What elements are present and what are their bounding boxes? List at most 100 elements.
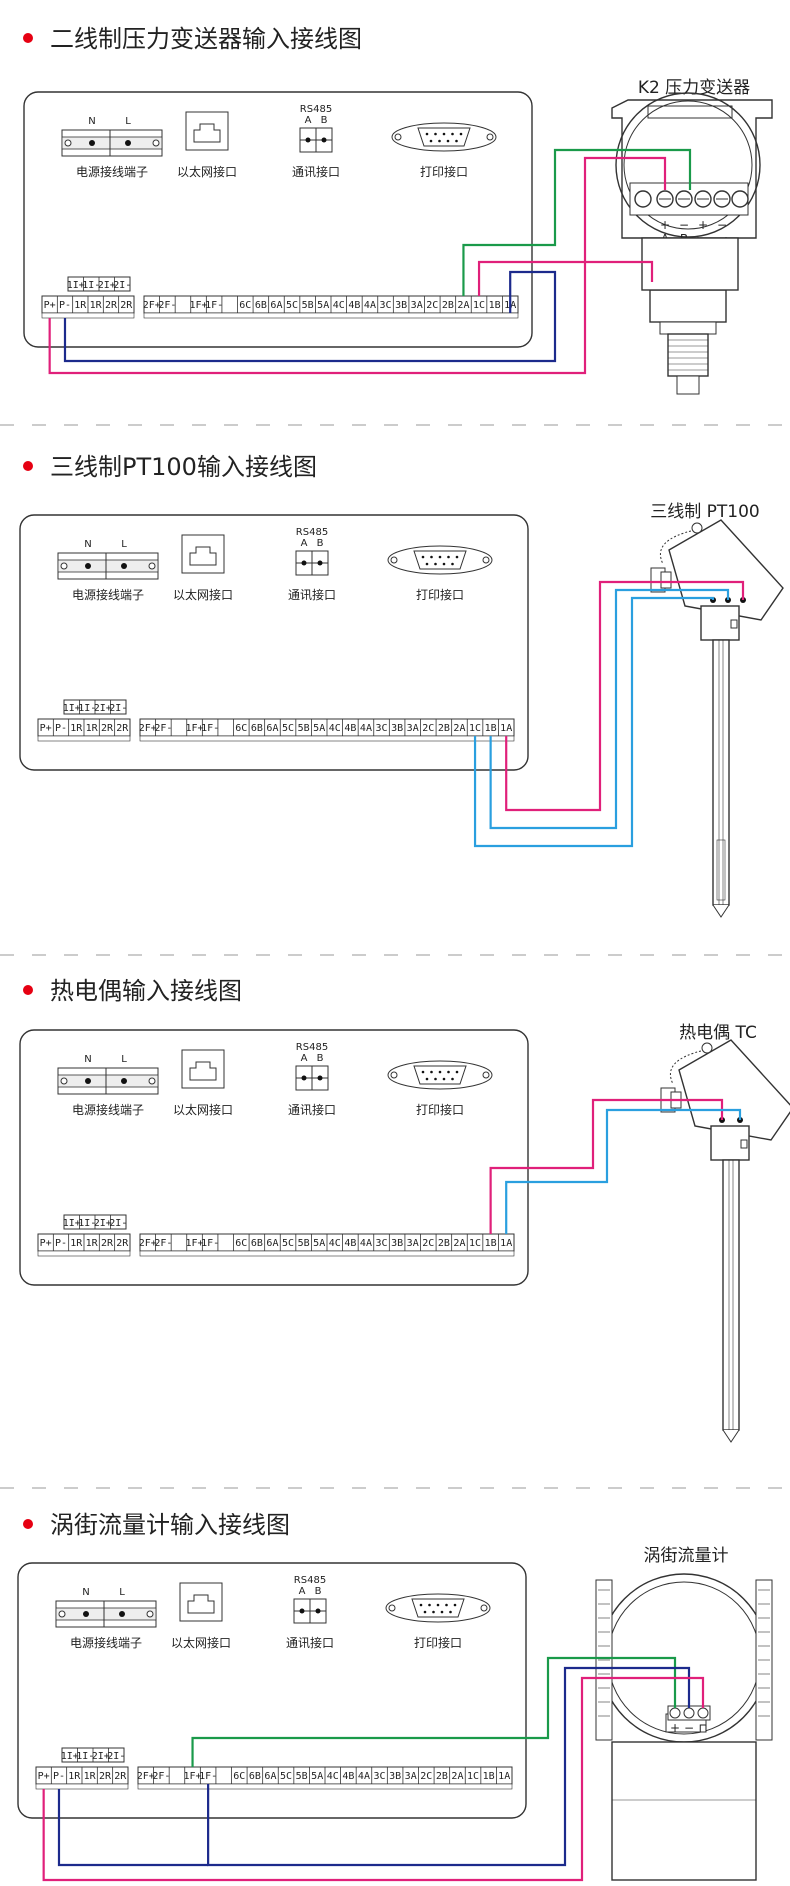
- wire: [505, 580, 745, 812]
- power-l-label: L: [125, 116, 131, 127]
- terminal-label: 6B: [249, 1771, 261, 1782]
- terminal-label: 1I-: [78, 1218, 96, 1229]
- terminal-dot: [317, 560, 323, 566]
- terminal-label: 2A: [457, 300, 469, 311]
- terminal-mark: ⊓: [698, 1721, 707, 1735]
- analog-input-terminal: 1I+1I-2I+2I-: [61, 1747, 125, 1763]
- print-port: 打印接口: [391, 122, 497, 179]
- power-terminal-strip: [61, 136, 163, 150]
- terminal-label: 6A: [264, 1771, 276, 1782]
- terminal-label: 2R: [120, 300, 133, 311]
- terminal-label: 1R: [70, 723, 83, 734]
- terminal-label: 2F+: [137, 1771, 155, 1782]
- pin-dot: [434, 562, 437, 566]
- terminal-label: 2I+: [92, 1751, 110, 1762]
- terminal-dot: [119, 1611, 125, 1617]
- pin-dot: [430, 555, 433, 559]
- pin-dot: [440, 1610, 444, 1614]
- pin-dot: [434, 1077, 437, 1081]
- pin-dot: [451, 562, 454, 566]
- terminal-label: 1C: [469, 1238, 481, 1249]
- pin-dot: [442, 562, 446, 566]
- section-title: 三线制PT100输入接线图: [50, 453, 317, 481]
- terminal-label: 5A: [311, 1771, 323, 1782]
- pin-dot: [447, 1070, 450, 1074]
- transmitter-body: [641, 237, 739, 291]
- terminal-label: 3B: [389, 1771, 401, 1782]
- terminal-label: P-: [55, 723, 67, 734]
- transmitter-neck: [649, 289, 727, 323]
- terminal-base: [137, 1783, 513, 1790]
- comm-label: 通讯接口: [288, 587, 336, 602]
- terminal-base: [37, 735, 131, 742]
- terminal-mark: +: [698, 218, 708, 232]
- terminal-label: 3C: [374, 1771, 386, 1782]
- screw-terminal-icon: [697, 1707, 709, 1719]
- section-pt100: 三线制PT100输入接线图: [23, 453, 317, 481]
- device-label: 涡街流量计: [644, 1546, 729, 1566]
- terminal-label: 2C: [426, 300, 438, 311]
- power-terminal-label: 电源接线端子: [72, 1102, 144, 1117]
- ethernet-icon: [181, 1049, 225, 1089]
- terminal-label: 4C: [333, 300, 345, 311]
- terminal-label: 4B: [348, 300, 360, 311]
- power-terminal-strip: [55, 1607, 157, 1621]
- wire: [489, 1098, 724, 1234]
- terminal-label: 1F+: [186, 723, 204, 734]
- terminal-label: 1F-: [205, 300, 223, 311]
- print-port: 打印接口: [387, 545, 493, 602]
- terminal-label: 4C: [327, 1771, 339, 1782]
- comm-label: 通讯接口: [288, 1102, 336, 1117]
- transmitter-tip: [676, 375, 700, 395]
- terminal-label: 5B: [298, 723, 310, 734]
- terminal-label: 4B: [344, 1238, 356, 1249]
- terminal-label: 1R: [90, 300, 103, 311]
- terminal-label: 2R: [101, 723, 114, 734]
- comm-b-label: B: [317, 1053, 324, 1064]
- device-label: K2 压力变送器: [638, 78, 750, 98]
- terminal-label: 1F-: [199, 1771, 217, 1782]
- sensor-sheath: [712, 639, 730, 906]
- pin-dot: [445, 1603, 448, 1607]
- screw-terminal-icon: [683, 1707, 695, 1719]
- terminal-label: 1F+: [186, 1238, 204, 1249]
- power-terminal-label: 电源接线端子: [72, 587, 144, 602]
- pin-dot: [432, 1610, 435, 1614]
- terminal-dot: [305, 137, 311, 143]
- terminal-label: 2F-: [158, 300, 176, 311]
- terminal-base: [41, 312, 135, 319]
- terminal-label: 1R: [86, 723, 99, 734]
- flowmeter-body: [611, 1741, 757, 1881]
- terminal-label: 1C: [473, 300, 485, 311]
- pin-dot: [421, 555, 425, 559]
- terminal-label: 5C: [282, 1238, 294, 1249]
- terminal-label: 2F-: [152, 1771, 170, 1782]
- rs485-label: RS485: [300, 104, 332, 115]
- terminal-label: 2C: [420, 1771, 432, 1782]
- sensing-element: [716, 839, 726, 901]
- terminal-label: 1I+: [61, 1751, 79, 1762]
- bullet-icon: [23, 1519, 33, 1529]
- terminal-label: 1F-: [201, 723, 219, 734]
- terminal-dot: [89, 140, 95, 146]
- pin-dot: [430, 1070, 433, 1074]
- ground-icon: [730, 619, 738, 629]
- db9-connector-icon: [411, 1598, 465, 1618]
- screw-icon: [390, 556, 398, 564]
- terminal-label: 4A: [360, 1238, 372, 1249]
- terminal-mark: +: [670, 1721, 680, 1735]
- terminal-dot: [301, 1075, 307, 1081]
- comm-b-label: B: [317, 538, 324, 549]
- power-l-label: L: [121, 539, 127, 550]
- terminal-dot: [125, 140, 131, 146]
- terminal-label: 2A: [453, 1238, 465, 1249]
- sensor-head-cover: [678, 1039, 790, 1141]
- print-port: 打印接口: [387, 1060, 493, 1117]
- screw-icon: [482, 556, 490, 564]
